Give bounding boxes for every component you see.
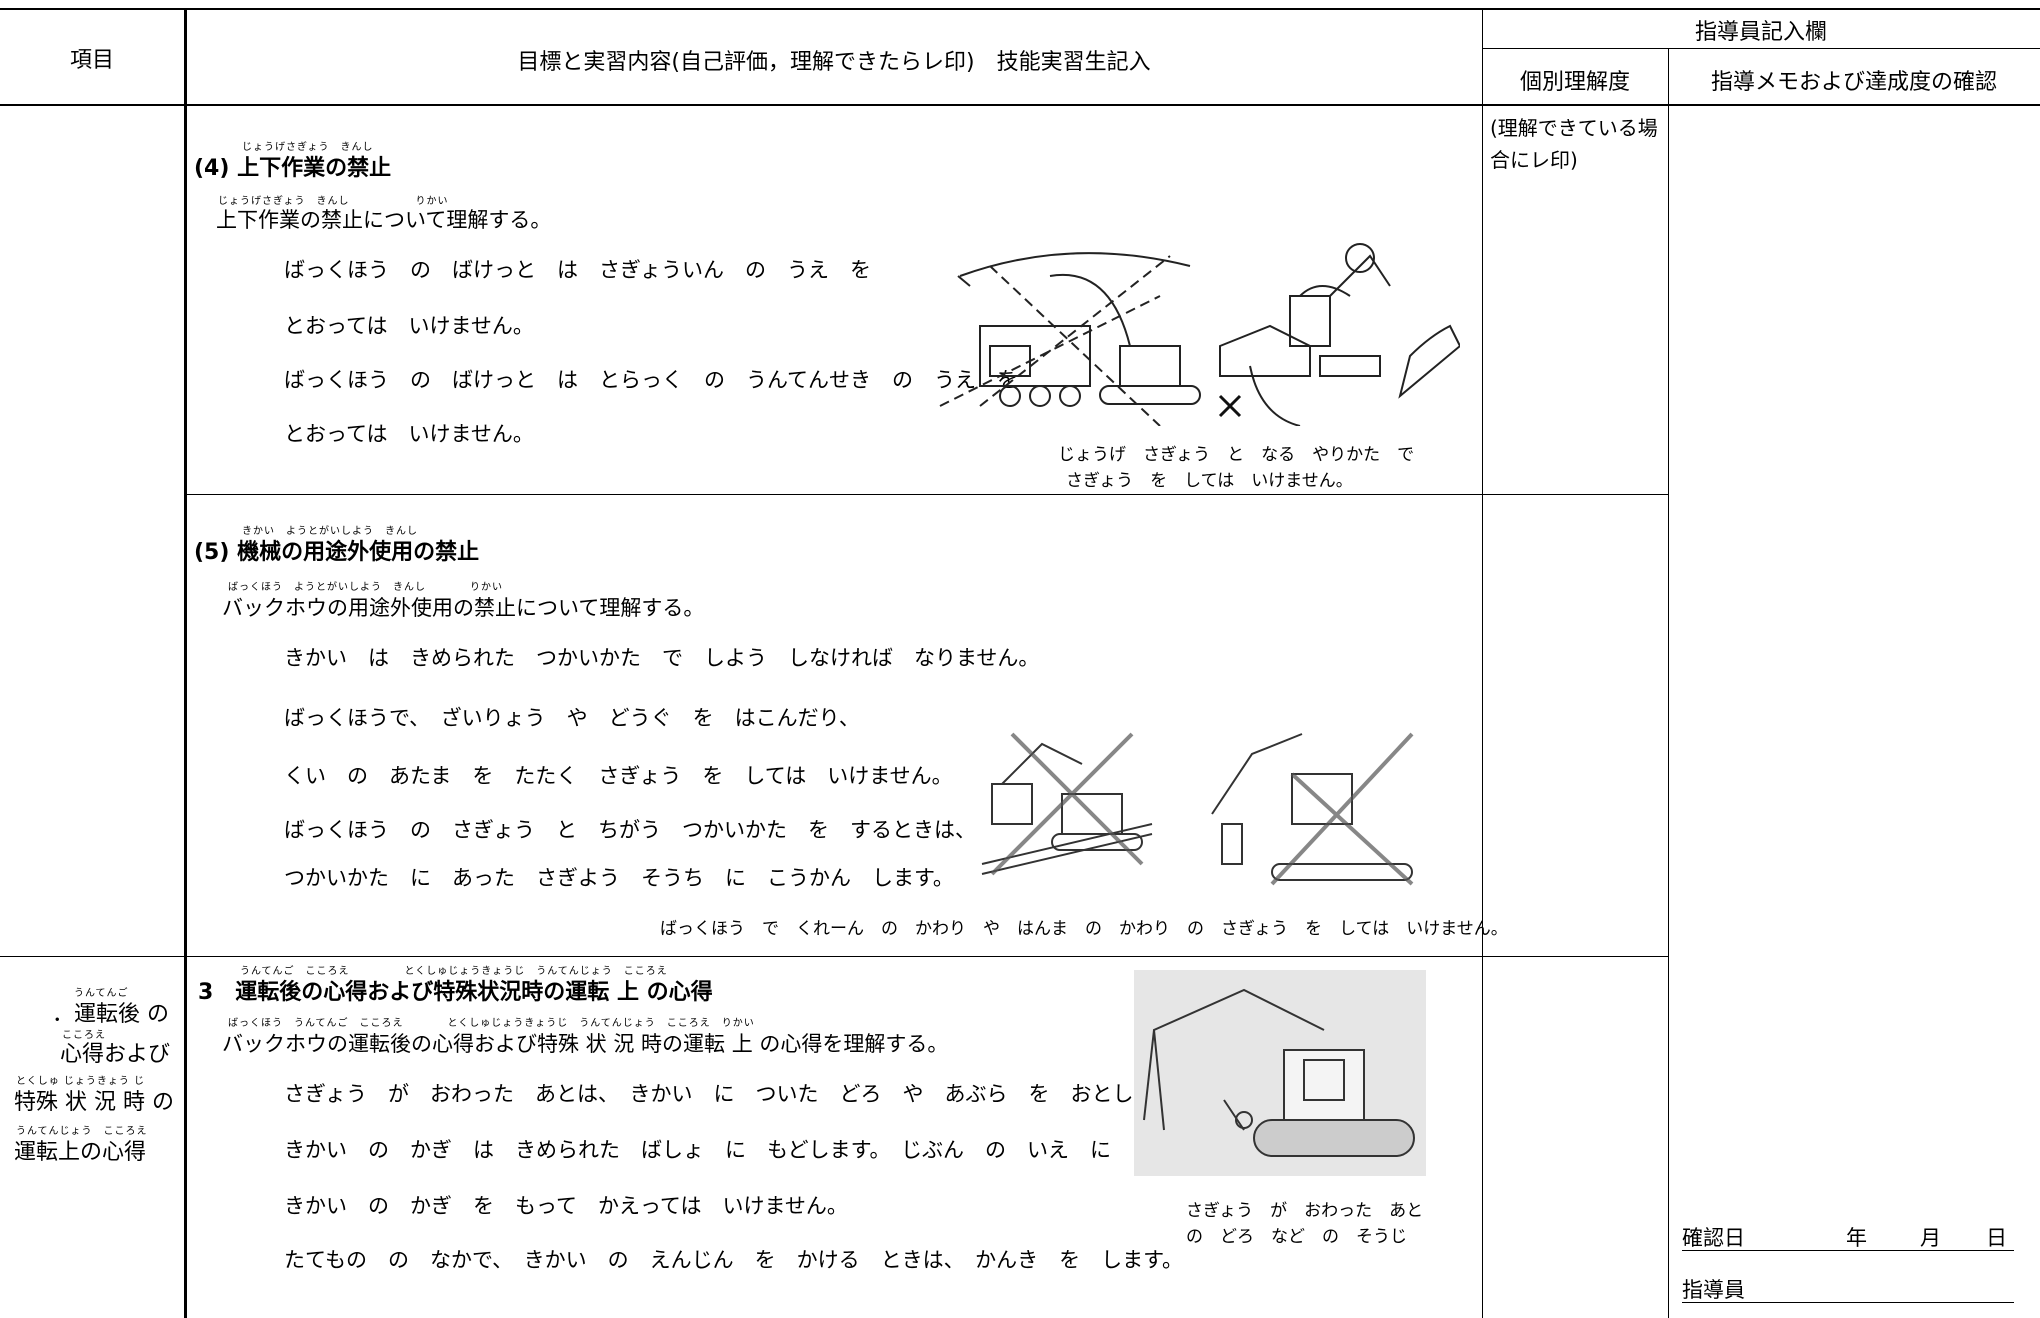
s4-title: (4) 上下作業の禁止 <box>194 156 392 181</box>
confirm-year: 年 <box>1846 1226 1867 1250</box>
misuse-illustration <box>981 732 1414 886</box>
s3-sub-ruby: ばっくほう うんてんご こころえ とくしゅじょうきょうじ うんてんじょう こころ… <box>228 1018 755 1029</box>
s4-line-1: ばっくほう の ばけっと は さぎょういん の うえ を <box>284 258 871 282</box>
s3-line-1: さぎょう が おわった あとは、 きかい に ついた どろ や あぶら を おと… <box>284 1082 1195 1106</box>
confirm-month: 月 <box>1920 1226 1941 1250</box>
s3-caption-2: の どろ など の そうじ <box>1186 1227 1407 1247</box>
s4-sub-ruby: じょうげさぎょう きんし りかい <box>218 196 449 207</box>
s4-caption-2: さぎょう を しては いけません。 <box>1066 471 1353 491</box>
s3-item-ruby-3: とくしゅ じょうきょう じ <box>16 1076 146 1087</box>
header-understanding-col: 個別理解度 <box>1519 70 1630 95</box>
s5-sub-ruby: ばっくほう ようとがいしよう きんし りかい <box>228 582 503 593</box>
s3-caption-1: さぎょう が おわった あと <box>1186 1201 1424 1221</box>
s3-subtitle: バックホウの運転後の心得および特殊 状 況 時の運転 上 の心得を理解する。 <box>222 1032 949 1056</box>
confirm-instructor-label: 指導員 <box>1682 1278 1745 1302</box>
s5-line-5: つかいかた に あった さぎよう そうち に こうかん します。 <box>284 866 954 890</box>
s5-line-3: くい の あたま を たたく さぎょう を しては いけません。 <box>284 764 953 788</box>
understanding-note: (理解できている場合にレ印) <box>1490 116 1658 172</box>
confirm-date-label: 確認日 <box>1682 1226 1745 1250</box>
upper-lower-work-illustration <box>939 243 1460 426</box>
s5-line-1: きかい は きめられた つかいかた で しよう しなければ なりません。 <box>284 646 1040 670</box>
s5-title-ruby: きかい ようとがいしよう きんし <box>242 526 418 537</box>
s4-title-ruby: じょうげさぎょう きんし <box>242 142 374 153</box>
s5-line-2: ばっくほうで、 ざいりょう や どうぐ を はこんだり、 <box>284 706 860 730</box>
s4-caption-1: じょうげ さぎょう と なる やりかた で <box>1058 445 1415 465</box>
s3-item-line-3: 特殊 状 況 時 の <box>14 1090 174 1115</box>
s3-line-4: たてもの の なかで、 きかい の えんじん を かける ときは、 かんき を … <box>284 1248 1184 1272</box>
s5-subtitle: バックホウの用途外使用の禁止について理解する。 <box>222 596 705 620</box>
s5-caption: ばっくほう で くれーん の かわり や はんま の かわり の さぎょう を … <box>660 919 1508 939</box>
s3-item-line-2: 心得および <box>60 1042 171 1067</box>
s4-line-4: とおっては いけません。 <box>284 422 534 446</box>
s3-item-ruby-1: うんてんご <box>74 988 129 999</box>
s3-title: 3 運転後の心得および特殊状況時の運転 上 の心得 <box>198 980 713 1005</box>
confirm-day: 日 <box>1986 1226 2007 1250</box>
header-memo-col: 指導メモおよび達成度の確認 <box>1710 70 1997 95</box>
s4-line-2: とおっては いけません。 <box>284 314 534 338</box>
s5-title: (5) 機械の用途外使用の禁止 <box>194 540 480 565</box>
s4-subtitle: 上下作業の禁止について理解する。 <box>216 208 552 232</box>
s5-line-4: ばっくほう の さぎょう と ちがう つかいかた を するときは、 <box>284 818 976 842</box>
s3-item-ruby-4: うんてんじょう こころえ <box>16 1126 148 1137</box>
s3-item-ruby-2: こころえ <box>62 1030 106 1041</box>
s3-line-3: きかい の かぎ を もって かえっては いけません。 <box>284 1194 848 1218</box>
confirm-instructor-line[interactable] <box>1682 1274 2014 1303</box>
header-content-col: 目標と実習内容(自己評価，理解できたらレ印) 技能実習生記入 <box>517 50 1151 75</box>
confirm-date-line[interactable] <box>1682 1222 2014 1251</box>
s3-item-line-4: 運転上の心得 <box>14 1140 147 1165</box>
header-instructor-group: 指導員記入欄 <box>1694 20 1827 45</box>
s3-item-line-1: ．運転後 の <box>52 1002 169 1027</box>
s4-line-3: ばっくほう の ばけっと は とらっく の うんてんせき の うえ を <box>284 368 1018 392</box>
header-item-col: 項目 <box>69 48 114 73</box>
s3-line-2: きかい の かぎ は きめられた ばしょ に もどします。 じぶん の いえ に <box>284 1138 1111 1162</box>
excavator-cleaning-illustration <box>1134 970 1426 1176</box>
s3-title-ruby: うんてんご こころえ とくしゅじょうきょうじ うんてんじょう こころえ <box>240 966 668 977</box>
